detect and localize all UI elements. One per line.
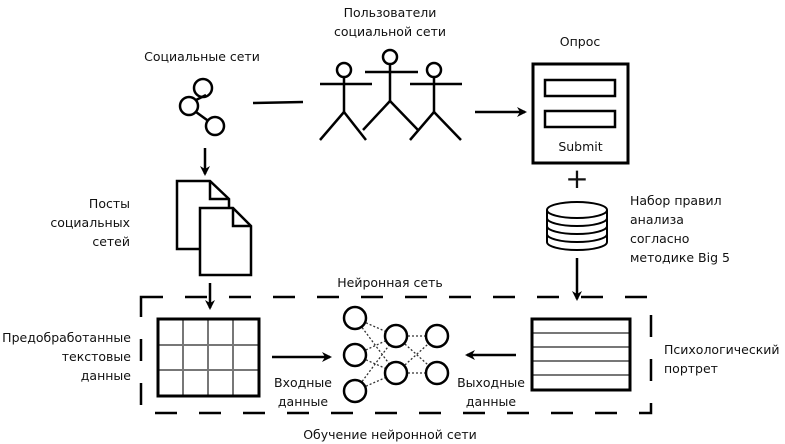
label-training: Обучение нейронной сети: [303, 427, 477, 442]
label-social-networks: Социальные сети: [144, 49, 260, 64]
label-input-data: Входные данные: [274, 375, 332, 409]
label-survey: Опрос: [559, 34, 601, 49]
label-rules: Набор правил анализа согласно методике B…: [630, 193, 730, 265]
label-output-data: Выходные данные: [457, 375, 525, 409]
portrait-list-icon: [530, 317, 632, 392]
label-psych-portrait: Психологический портрет: [664, 342, 780, 376]
submit-button: Submit: [558, 139, 603, 154]
plus-icon: +: [565, 162, 589, 195]
users-icon: [319, 48, 462, 141]
label-neural-network: Нейронная сеть: [337, 275, 443, 290]
data-table-icon: [156, 317, 261, 398]
connector-line: [252, 100, 304, 105]
neural-network-icon: [342, 305, 450, 404]
survey-form-icon: [531, 62, 630, 165]
label-social-users: Пользователи социальной сети: [333, 5, 447, 39]
database-icon: [546, 201, 608, 251]
share-icon: [178, 77, 226, 137]
label-preprocessed-data: Предобработанные текстовые данные: [2, 330, 131, 383]
documents-icon: [175, 179, 253, 277]
label-posts: Посты социальных сетей: [50, 196, 130, 249]
training-frame: [139, 295, 653, 415]
